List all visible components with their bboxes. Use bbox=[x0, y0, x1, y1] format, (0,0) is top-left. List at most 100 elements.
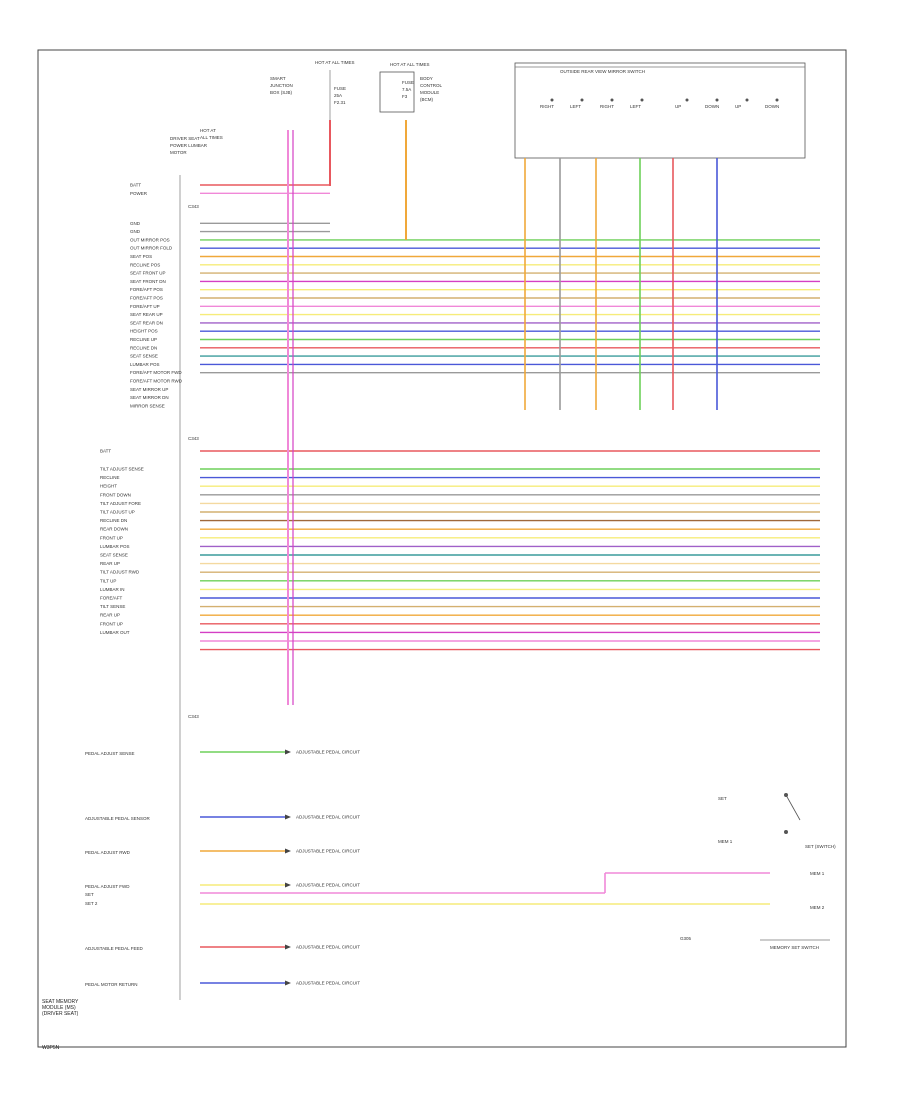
switch-contact-icon bbox=[715, 98, 719, 102]
mirror-button-label: RIGHT bbox=[600, 104, 614, 109]
svg-text:CONTROL: CONTROL bbox=[420, 83, 442, 88]
svg-text:SET: SET bbox=[718, 796, 727, 801]
mirror-button-label: DOWN bbox=[765, 104, 779, 109]
svg-text:F3: F3 bbox=[402, 94, 408, 99]
memory-set-switch: MEMORY SET SWITCH SET MEM 1 SET (SWITCH)… bbox=[680, 796, 836, 950]
upper-pin-label: GND bbox=[130, 229, 141, 234]
middle-pin-label: LUMBAR IN bbox=[100, 587, 125, 592]
upper-pin-label: OUT MIRROR FOLD bbox=[130, 246, 173, 251]
switch-contact-icon bbox=[610, 98, 614, 102]
module-label: SEAT MEMORY MODULE (MS) (DRIVER SEAT) W3… bbox=[42, 999, 79, 1051]
svg-text:HOT AT: HOT AT bbox=[200, 128, 216, 133]
middle-pin-label: FRONT DOWN bbox=[100, 492, 131, 497]
middle-pin-label: BATT bbox=[100, 449, 111, 454]
mirror-button-label: DOWN bbox=[705, 104, 719, 109]
connector-arrow-icon bbox=[285, 749, 291, 755]
middle-pin-label: TILT UP bbox=[100, 578, 116, 583]
upper-pin-label: RECLINE UP bbox=[130, 337, 157, 342]
middle-pin-label: RECLINE DN bbox=[100, 518, 127, 523]
pedal-circuit-label: ADJUSTABLE PEDAL CIRCUIT bbox=[296, 945, 360, 950]
switch-contact-icon bbox=[685, 98, 689, 102]
upper-pin-label: SEAT REAR DN bbox=[130, 320, 163, 325]
svg-text:JUNCTION: JUNCTION bbox=[270, 83, 293, 88]
upper-pin-label: LUMBAR POS bbox=[130, 362, 160, 367]
mirror-button-label: UP bbox=[735, 104, 741, 109]
middle-pin-label: REAR DOWN bbox=[100, 527, 128, 532]
switch-arm bbox=[785, 794, 801, 821]
upper-pin-label: FORE/AFT UP bbox=[130, 304, 160, 309]
svg-text:FUSE: FUSE bbox=[402, 80, 414, 85]
upper-pin-label: RECLINE POS bbox=[130, 262, 160, 267]
middle-pin-label: RECLINE bbox=[100, 475, 120, 480]
pedal-circuit-label: ADJUSTABLE PEDAL CIRCUIT bbox=[296, 849, 360, 854]
middle-pin-label: TILT ADJUST RWD bbox=[100, 570, 140, 575]
upper-pin-label: FORE/AFT POS bbox=[130, 296, 163, 301]
svg-text:MOTOR: MOTOR bbox=[170, 150, 187, 155]
pedal-circuit-label: ADJUSTABLE PEDAL CIRCUIT bbox=[296, 981, 360, 986]
connector-arrow-icon bbox=[285, 848, 291, 854]
svg-text:(DRIVER SEAT): (DRIVER SEAT) bbox=[42, 1011, 79, 1017]
svg-text:MEMORY SET SWITCH: MEMORY SET SWITCH bbox=[770, 945, 819, 950]
upper-pin-label: FORE/AFT POS bbox=[130, 287, 163, 292]
svg-text:(BCM): (BCM) bbox=[420, 97, 433, 102]
svg-text:C343: C343 bbox=[188, 436, 199, 441]
middle-pin-label: SEAT SENSE bbox=[100, 553, 128, 558]
connector-arrow-icon bbox=[285, 814, 291, 820]
svg-text:G305: G305 bbox=[680, 936, 692, 941]
pedal-circuit-label: ADJUSTABLE PEDAL CIRCUIT bbox=[296, 750, 360, 755]
mirror-button-label: LEFT bbox=[570, 104, 581, 109]
pedal-circuit-label: ADJUSTABLE PEDAL CIRCUIT bbox=[296, 883, 360, 888]
middle-pin-label: TILT ADJUST SENSE bbox=[100, 467, 144, 472]
middle-pin-label: FRONT UP bbox=[100, 535, 123, 540]
switch-contact-icon bbox=[784, 830, 788, 834]
svg-text:MODULE: MODULE bbox=[420, 90, 439, 95]
diagram-frame bbox=[37, 49, 847, 1048]
switch-contact-icon bbox=[775, 98, 779, 102]
svg-text:MODULE (MS): MODULE (MS) bbox=[42, 1005, 76, 1011]
svg-text:BOX (SJB): BOX (SJB) bbox=[270, 90, 293, 95]
footer-code: W3P5N bbox=[42, 1045, 60, 1051]
upper-pin-label: HEIGHT POS bbox=[130, 329, 158, 334]
switch-contact-icon bbox=[580, 98, 584, 102]
upper-pin-label: POWER bbox=[130, 191, 148, 196]
upper-pin-label: RECLINE DN bbox=[130, 345, 157, 350]
middle-pin-label: TILT ADJUST UP bbox=[100, 510, 135, 515]
svg-text:SEAT MEMORY: SEAT MEMORY bbox=[42, 999, 79, 1005]
svg-text:C343: C343 bbox=[188, 714, 199, 719]
pedal-circuit-label: ADJUSTABLE PEDAL CIRCUIT bbox=[296, 815, 360, 820]
upper-pin-label: FORE/AFT MOTOR FWD bbox=[130, 370, 182, 375]
svg-text:F2.31: F2.31 bbox=[334, 100, 346, 105]
middle-pin-label: LUMBAR OUT bbox=[100, 630, 130, 635]
svg-text:MEM 2: MEM 2 bbox=[810, 905, 825, 910]
middle-pin-label: LUMBAR POS bbox=[100, 544, 130, 549]
bcm-fuse-block: HOT AT ALL TIMES FUSE 7.5A F3 BODY CONTR… bbox=[379, 62, 442, 113]
svg-text:DRIVER SEAT: DRIVER SEAT bbox=[170, 136, 200, 141]
sjb-fuse-block: HOT AT ALL TIMES FUSE 25A F2.31 SMART JU… bbox=[270, 60, 355, 120]
svg-text:BODY: BODY bbox=[420, 76, 433, 81]
wire-group bbox=[200, 120, 820, 986]
middle-pin-label: FORE/AFT bbox=[100, 596, 123, 601]
svg-text:C343: C343 bbox=[188, 204, 199, 209]
svg-text:SET (SWITCH): SET (SWITCH) bbox=[805, 844, 836, 849]
lower-pin-label: ADJUSTABLE PEDAL SENSOR bbox=[85, 816, 151, 821]
upper-pin-label: GND bbox=[130, 221, 141, 226]
upper-pin-label: MIRROR SENSE bbox=[130, 403, 165, 408]
svg-text:SMART: SMART bbox=[270, 76, 286, 81]
upper-pin-label: SEAT MIRROR DN bbox=[130, 395, 169, 400]
lower-pin-label: SET 2 bbox=[85, 901, 98, 906]
upper-pin-label: FORE/AFT MOTOR RWD bbox=[130, 379, 183, 384]
middle-pin-label: HEIGHT bbox=[100, 484, 117, 489]
upper-pin-label: SEAT POS bbox=[130, 254, 152, 259]
lower-pin-label: PEDAL ADJUST RWD bbox=[85, 850, 131, 855]
module-header: HOT AT ALL TIMES DRIVER SEAT POWER LUMBA… bbox=[170, 128, 223, 155]
mirror-button-label: RIGHT bbox=[540, 104, 554, 109]
middle-pin-label: FRONT UP bbox=[100, 621, 123, 626]
upper-pin-label: SEAT FRONT UP bbox=[130, 271, 166, 276]
lower-pin-label: PEDAL MOTOR RETURN bbox=[85, 982, 138, 987]
svg-text:25A: 25A bbox=[334, 93, 342, 98]
lower-pin-label: SET bbox=[85, 892, 94, 897]
connector-arrow-icon bbox=[285, 882, 291, 888]
lower-pin-label: PEDAL ADJUST SENSE bbox=[85, 751, 135, 756]
